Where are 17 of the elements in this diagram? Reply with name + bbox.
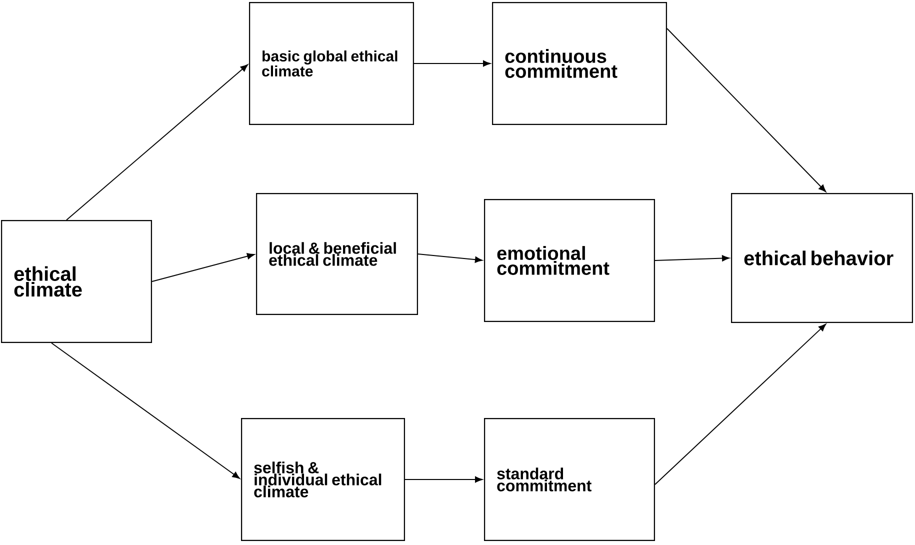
process-box: continuous commitment (492, 2, 667, 125)
process-box: local & beneficial ethical climate (256, 193, 418, 315)
process-box: standard commitment (484, 418, 655, 541)
process-box: emotional commitment (484, 199, 655, 322)
arrow (51, 342, 240, 479)
arrow (414, 60, 491, 67)
process-box: ethical behavior (731, 193, 913, 323)
arrow (404, 476, 483, 483)
arrow (654, 324, 826, 485)
arrow (66, 64, 248, 220)
arrow (654, 255, 730, 262)
arrow (666, 28, 826, 192)
arrow (152, 253, 255, 282)
process-box: basic global ethical climate (249, 2, 414, 125)
process-box: ethical climate (1, 220, 152, 343)
process-box: selfish & individual ethical climate (241, 418, 405, 541)
arrow (418, 254, 483, 263)
